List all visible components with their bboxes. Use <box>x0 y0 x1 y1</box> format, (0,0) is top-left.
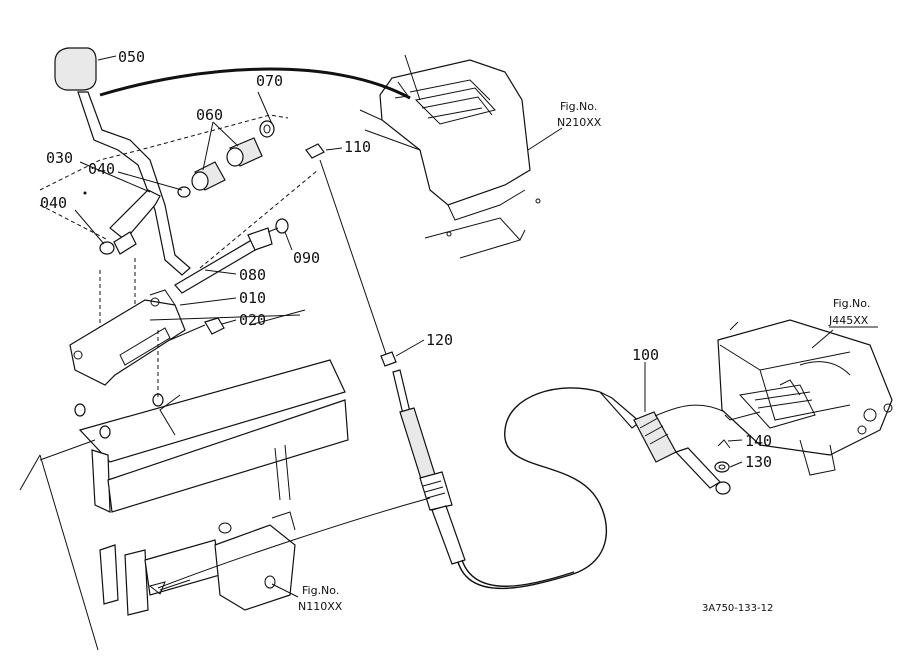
label-030: 030 <box>46 149 73 167</box>
figure-references: Fig.No. N210XX Fig.No. J445XX Fig.No. N1… <box>298 100 878 613</box>
part-labels: 050 070 060 110 030 040 040 090 080 010 … <box>40 48 772 471</box>
leader-fig-j445 <box>811 329 834 349</box>
mount-plate <box>19 309 349 651</box>
label-100: 100 <box>632 346 659 364</box>
label-120: 120 <box>426 331 453 349</box>
washers <box>714 439 731 473</box>
transmission-housing <box>717 319 893 476</box>
fig-ref-b-title: Fig.No. <box>833 297 870 310</box>
drawing-id: 3A750-133-12 <box>702 603 773 614</box>
fig-ref-a-title: Fig.No. <box>560 100 597 113</box>
leader-lines <box>74 55 743 598</box>
shift-lever <box>39 47 289 335</box>
label-130: 130 <box>745 453 772 471</box>
fig-ref-c-title: Fig.No. <box>302 584 339 597</box>
label-070: 070 <box>256 72 283 90</box>
label-110: 110 <box>344 138 371 156</box>
label-090: 090 <box>293 249 320 267</box>
label-040-upper: 040 <box>88 160 115 178</box>
label-020: 020 <box>239 311 266 329</box>
label-140: 140 <box>745 432 772 450</box>
console-housing <box>359 59 541 259</box>
joint-110 <box>305 143 325 159</box>
control-cable <box>148 143 731 595</box>
label-050: 050 <box>118 48 145 66</box>
label-040-lower: 040 <box>40 194 67 212</box>
knob-050 <box>54 47 97 91</box>
nut-020 <box>204 317 225 335</box>
arrow-knob-to-console <box>99 67 411 100</box>
arrowhead <box>394 81 409 99</box>
shaft-assembly <box>174 169 319 294</box>
label-060: 060 <box>196 106 223 124</box>
label-010: 010 <box>239 289 266 307</box>
label-080: 080 <box>239 266 266 284</box>
fig-ref-b-code: J445XX <box>828 314 869 327</box>
bracket-010 <box>69 289 225 386</box>
fig-ref-c-code: N110XX <box>298 600 343 613</box>
fig-ref-a-code: N210XX <box>557 116 602 129</box>
leader-fig-n210 <box>527 127 563 151</box>
